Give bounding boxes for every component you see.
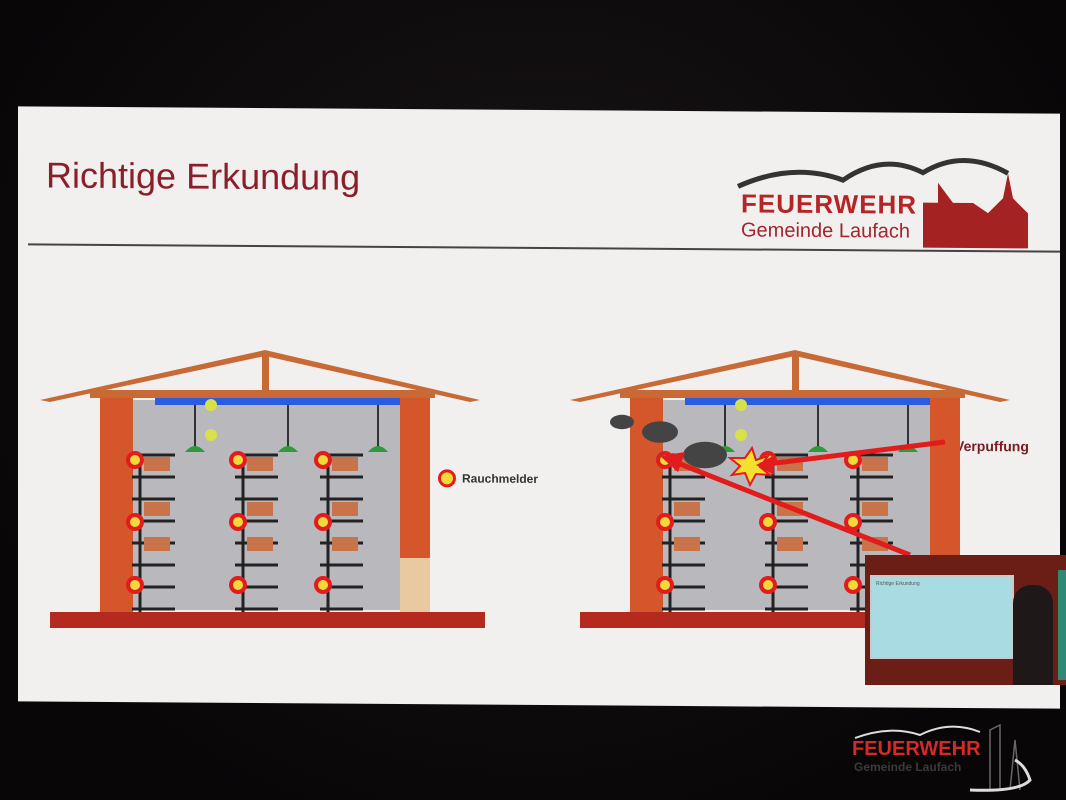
left-warehouse-beam (90, 390, 435, 398)
left-warehouse-floor (50, 612, 485, 628)
logo-graphic (736, 157, 1028, 249)
left-warehouse-crate (247, 537, 273, 551)
inset-slide-title: Richtige Erkundung (876, 581, 920, 587)
right-warehouse-crate (777, 537, 803, 551)
left-warehouse-crate (144, 502, 170, 516)
left-warehouse-lamp-icon (185, 446, 205, 452)
left-warehouse-pillar-left (100, 398, 133, 616)
left-warehouse-crate (332, 502, 358, 516)
presentation-slide: Richtige Erkundung FEUERWEHR Gemeinde La… (18, 106, 1060, 709)
watermark-gemeinde: Gemeinde Laufach (854, 760, 962, 774)
right-warehouse-smoke-detector-icon (656, 576, 674, 594)
left-warehouse-crate (247, 502, 273, 516)
left-warehouse-crane-rail (155, 398, 400, 405)
right-warehouse-crate (674, 502, 700, 516)
right-warehouse-crane-rail (685, 398, 930, 405)
left-warehouse-crate (144, 537, 170, 551)
left-warehouse-roof-post (262, 352, 269, 392)
left-warehouse-smoke-detector-icon (314, 576, 332, 594)
inset-background (1058, 570, 1066, 680)
right-warehouse-pillar-right (930, 398, 960, 558)
right-warehouse-crate (862, 457, 888, 471)
explosion-icon (727, 445, 774, 488)
smoke-cloud-icon (683, 441, 727, 469)
left-warehouse-smoke-detector-icon (126, 451, 144, 469)
left-warehouse-smoke-detector-icon (314, 451, 332, 469)
left-warehouse-crate (247, 457, 273, 471)
callout-arrow (669, 457, 911, 558)
right-warehouse-crane-pulley (735, 399, 747, 411)
arrow-head-icon (756, 455, 775, 475)
left-warehouse-smoke-detector-icon (229, 513, 247, 531)
watermark-graphic (854, 723, 1032, 792)
smoke-cloud-icon (642, 421, 678, 443)
left-warehouse-pillar-right (400, 398, 430, 558)
right-warehouse-smoke-detector-icon (656, 513, 674, 531)
left-warehouse-smoke-detector-icon (314, 513, 332, 531)
left-warehouse-crate (332, 537, 358, 551)
right-warehouse-crate (674, 537, 700, 551)
right-warehouse-smoke-detector-icon (759, 513, 777, 531)
left-warehouse-lamp-icon (368, 446, 388, 452)
presenter (1013, 585, 1053, 685)
watermark-feuerwehr: FEUERWEHR (852, 738, 981, 760)
smoke-cloud-icon (610, 414, 634, 430)
left-warehouse-brick-block (400, 558, 430, 613)
right-warehouse-roof-post (792, 352, 799, 392)
left-warehouse-smoke-detector-icon (126, 576, 144, 594)
feuerwehr-logo: FEUERWEHR Gemeinde Laufach (733, 141, 1033, 253)
right-warehouse-crate (862, 502, 888, 516)
left-warehouse-crane-pulley (205, 429, 217, 441)
callout-arrow (759, 439, 946, 468)
left-warehouse-crate (332, 457, 358, 471)
left-warehouse-smoke-detector-icon (229, 576, 247, 594)
watermark-logo: FEUERWEHR Gemeinde Laufach (850, 720, 1040, 795)
right-warehouse-smoke-detector-icon (759, 576, 777, 594)
left-warehouse-smoke-detector-icon (229, 451, 247, 469)
right-warehouse-lamp-icon (808, 446, 828, 452)
right-warehouse-smoke-detector-icon (844, 576, 862, 594)
inset-slide: Richtige Erkundung (870, 575, 1014, 659)
right-warehouse-beam (620, 390, 965, 398)
left-warehouse-smoke-detector-icon (126, 513, 144, 531)
left-warehouse-lamp-icon (278, 446, 298, 452)
camera-inset: Richtige Erkundung (865, 555, 1066, 685)
left-warehouse-crate (144, 457, 170, 471)
right-warehouse-crane-pulley (735, 429, 747, 441)
right-warehouse-smoke-detector-icon (844, 513, 862, 531)
arrow-head-icon (660, 452, 685, 472)
left-warehouse-crane-pulley (205, 399, 217, 411)
